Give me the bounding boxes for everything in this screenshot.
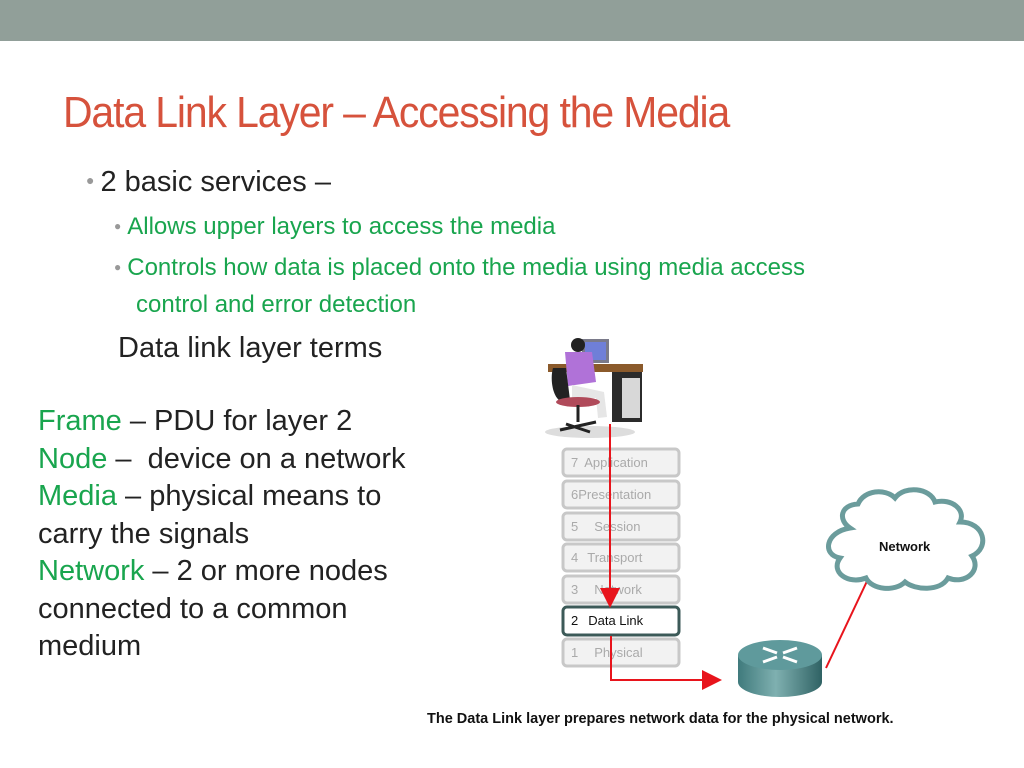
sub-bullet-access: ●Allows upper layers to access the media — [114, 213, 556, 240]
bullet-basic-services: ●2 basic services – — [86, 166, 331, 198]
sub-bullet-controls: ●Controls how data is placed onto the me… — [114, 254, 805, 318]
bullet-dot-icon: ● — [114, 219, 122, 233]
bullet-dot-icon: ● — [114, 260, 122, 274]
term-media-cont: carry the signals — [38, 517, 250, 550]
terms-heading: Data link layer terms — [118, 332, 383, 364]
term-node: Node – device on a network — [38, 442, 406, 475]
svg-text:6Presentation: 6Presentation — [571, 487, 651, 502]
slide-title: Data Link Layer – Accessing the Media — [63, 88, 730, 137]
term-media: Media – physical means to — [38, 480, 382, 512]
diagram-caption: The Data Link layer prepares network dat… — [427, 711, 894, 727]
terms-list: Frame – PDU for layer 2 Node – device on… — [38, 403, 406, 666]
term-network-cont2: medium — [38, 630, 142, 662]
network-cloud-icon: Network — [826, 487, 986, 591]
term-network-cont: connected to a common — [38, 592, 348, 625]
term-network: Network – 2 or more nodes — [38, 555, 388, 587]
top-banner — [0, 0, 1024, 41]
bullet-dot-icon: ● — [86, 172, 95, 188]
workstation-icon — [545, 338, 643, 438]
cloud-label: Network — [879, 539, 931, 554]
term-frame: Frame – PDU for layer 2 — [38, 405, 353, 437]
osi-layer-6: 6Presentation — [561, 479, 681, 510]
router-icon — [738, 640, 822, 697]
